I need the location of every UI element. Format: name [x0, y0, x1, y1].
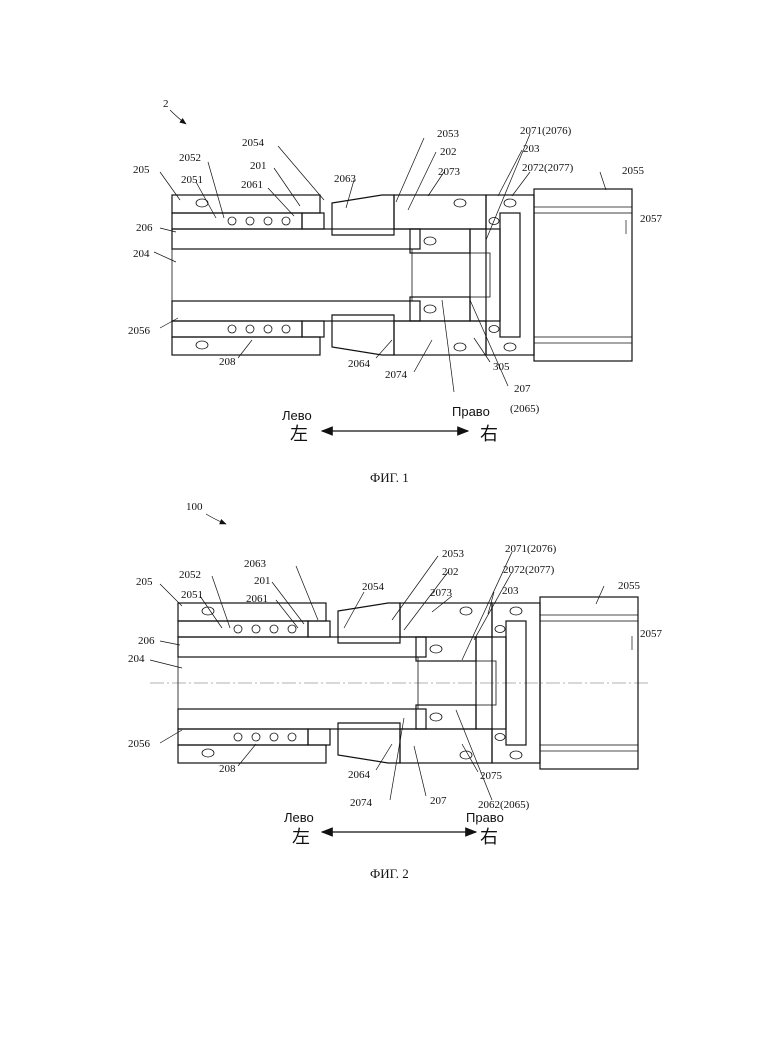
fig2-label-2073: 2073	[430, 587, 453, 599]
fig2-label-2053: 2053	[442, 548, 465, 560]
fig2-label-2072-2077: 2072(2077)	[503, 564, 555, 576]
fig1-label-2071-2076: 2071(2076)	[520, 125, 572, 137]
fig2-label-2075: 2075	[480, 770, 503, 782]
fig2-label-2055: 2055	[618, 580, 641, 592]
fig2-label-2057: 2057	[640, 628, 663, 640]
fig2-label-206: 206	[138, 635, 155, 647]
fig2-label-2074: 2074	[350, 797, 373, 809]
fig2-label-2051: 2051	[181, 589, 203, 601]
fig2-direction-indicator: Лево 左 Право 右	[284, 810, 504, 848]
figure-2: 100	[128, 501, 663, 881]
fig1-label-2073: 2073	[438, 166, 461, 178]
fig1-label-205: 205	[133, 164, 150, 176]
fig1-label-2055: 2055	[622, 165, 645, 177]
fig2-label-2063: 2063	[244, 558, 267, 570]
assembly-ref-2: 2	[163, 98, 169, 110]
fig2-label-204: 204	[128, 653, 145, 665]
fig1-direction-indicator: Лево 左 Право 右	[282, 404, 498, 445]
fig1-label-204: 204	[133, 248, 150, 260]
fig1-label-203: 203	[523, 143, 540, 155]
fig1-caption: ФИГ. 1	[370, 470, 409, 485]
fig1-label-305: 305	[493, 361, 510, 373]
fig2-label-201: 201	[254, 575, 271, 587]
fig2-left-label: Лево	[284, 810, 314, 825]
fig1-label-2052: 2052	[179, 152, 201, 164]
fig1-label-2072-2077: 2072(2077)	[522, 162, 574, 174]
fig2-label-205: 205	[136, 576, 153, 588]
fig1-label-202: 202	[440, 146, 457, 158]
fig1-label-208: 208	[219, 356, 236, 368]
fig1-label-201: 201	[250, 160, 267, 172]
fig2-label-202: 202	[442, 566, 459, 578]
fig1-label-2056: 2056	[128, 325, 151, 337]
fig1-right-label: Право	[452, 404, 490, 419]
fig1-left-label: Лево	[282, 408, 312, 423]
fig2-right-cjk: 右	[480, 827, 498, 848]
fig1-callout-labels: 205 2052 2051 2054 201 2061 2063 2053 20…	[128, 125, 663, 415]
fig2-label-207: 207	[430, 795, 447, 807]
fig2-label-2061: 2061	[246, 593, 268, 605]
fig1-label-2053: 2053	[437, 128, 460, 140]
fig2-label-2071-2076: 2071(2076)	[505, 543, 557, 555]
fig1-label-2054: 2054	[242, 137, 265, 149]
figure-1: 2	[128, 98, 663, 485]
assembly-ref-100: 100	[186, 501, 203, 513]
fig1-label-2061: 2061	[241, 179, 263, 191]
fig2-right-label: Право	[466, 810, 504, 825]
fig1-label-2065: (2065)	[510, 403, 540, 415]
fig1-label-207: 207	[514, 383, 531, 395]
fig1-label-206: 206	[136, 222, 153, 234]
fig1-label-2057: 2057	[640, 213, 663, 225]
fig2-label-2064: 2064	[348, 769, 371, 781]
fig2-label-2056: 2056	[128, 738, 151, 750]
fig2-caption: ФИГ. 2	[370, 866, 409, 881]
fig2-label-2052: 2052	[179, 569, 201, 581]
fig1-label-2063: 2063	[334, 173, 357, 185]
fig1-left-cjk: 左	[290, 424, 308, 445]
fig1-label-2074: 2074	[385, 369, 408, 381]
fig2-left-cjk: 左	[292, 827, 310, 848]
fig1-label-2064: 2064	[348, 358, 371, 370]
fig1-right-cjk: 右	[480, 424, 498, 445]
fig2-label-203: 203	[502, 585, 519, 597]
fig2-label-2054: 2054	[362, 581, 385, 593]
fig1-label-2051: 2051	[181, 174, 203, 186]
fig1-assembly-section	[172, 189, 632, 361]
fig2-label-208: 208	[219, 763, 236, 775]
